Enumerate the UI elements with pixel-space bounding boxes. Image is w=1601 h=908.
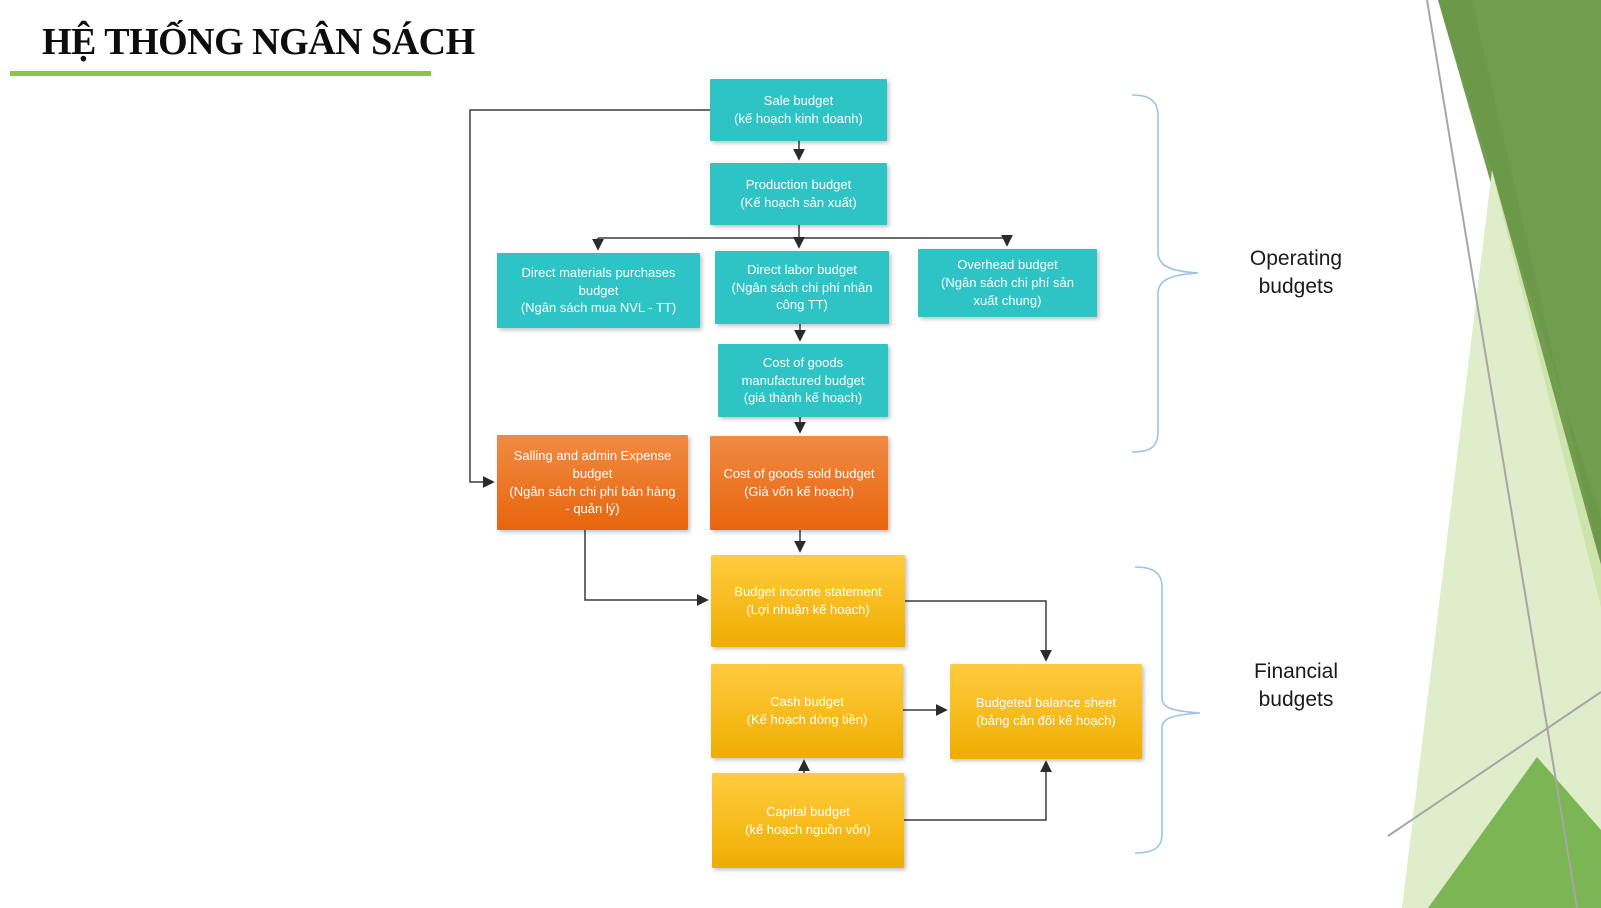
node-overhead-budget: Overhead budget (Ngân sách chi phí sản x…	[918, 249, 1097, 317]
label-financial-budgets: Financial budgets	[1253, 660, 1339, 711]
edge-production-split	[598, 225, 1007, 239]
operating-brace	[1131, 94, 1199, 453]
node-balance-sheet: Budgeted balance sheet (bảng cân đối kế …	[950, 664, 1142, 759]
label-operating-budgets: Operating budgets	[1249, 247, 1343, 298]
edge-selling-to-income	[584, 530, 709, 606]
financial-brace	[1134, 566, 1201, 854]
node-overhead-budget-vi: (Ngân sách chi phí sản xuất chung)	[941, 275, 1074, 308]
node-cogs-manufactured-vi: (giá thành kế hoạch)	[743, 390, 863, 406]
node-capital-budget-en: Capital budget	[766, 803, 850, 819]
title-underline	[10, 71, 431, 76]
node-cash-budget-en: Cash budget	[770, 694, 844, 710]
node-selling-admin-vi: (Ngân sách chi phí bán hàng - quản lý)	[509, 483, 676, 517]
node-sale-budget-en: Sale budget	[763, 93, 834, 109]
node-production-budget-en: Production budget	[745, 177, 852, 193]
node-cogs-manufactured-en: Cost of goods manufactured budget	[741, 354, 865, 388]
node-direct-materials-vi: (Ngân sách mua NVL - TT)	[520, 300, 677, 316]
node-income-statement-en: Budget income statement	[734, 584, 882, 600]
node-income-statement-vi: (Lợi nhuận kế hoạch)	[746, 602, 870, 617]
diagonal-line-2	[1387, 691, 1601, 837]
node-balance-sheet-en: Budgeted balance sheet	[975, 694, 1117, 710]
node-cogs-sold-en: Cost of goods sold budget	[723, 466, 875, 482]
node-cogs-sold-vi: (Giá vốn kế hoạch)	[744, 484, 854, 499]
facet-decoration	[1387, 0, 1601, 908]
node-production-budget: Production budget (Kế hoạch sản xuất)	[710, 163, 887, 225]
node-balance-sheet-vi: (bảng cân đối kế hoạch)	[976, 712, 1116, 728]
node-cogs-sold: Cost of goods sold budget (Giá vốn kế ho…	[710, 436, 888, 530]
node-production-budget-vi: (Kế hoạch sản xuất)	[740, 195, 857, 210]
node-capital-budget: Capital budget (kế hoạch nguồn vốn)	[712, 773, 904, 868]
node-income-statement: Budget income statement (Lợi nhuận kế ho…	[711, 555, 905, 647]
node-sale-budget: Sale budget (kế hoạch kinh doanh)	[710, 79, 887, 141]
node-overhead-budget-en: Overhead budget	[957, 257, 1058, 273]
node-direct-materials: Direct materials purchases budget (Ngân …	[497, 253, 700, 328]
edge-income-to-balance	[905, 600, 1052, 662]
node-cogs-manufactured: Cost of goods manufactured budget (giá t…	[718, 344, 888, 417]
node-direct-labor: Direct labor budget (Ngân sách chi phí n…	[715, 251, 889, 324]
edge-capital-to-balance	[904, 760, 1052, 821]
node-direct-labor-en: Direct labor budget	[747, 261, 857, 277]
node-direct-materials-en: Direct materials purchases budget	[521, 264, 676, 298]
node-sale-budget-vi: (kế hoạch kinh doanh)	[734, 111, 863, 126]
node-capital-budget-vi: (kế hoạch nguồn vốn)	[745, 821, 871, 837]
slide-title: HỆ THỐNG NGÂN SÁCH	[42, 21, 475, 63]
node-cash-budget: Cash budget (Kế hoạch dòng tiền)	[711, 664, 903, 758]
node-cash-budget-vi: (Kế hoạch dòng tiền)	[746, 712, 868, 727]
diagonal-line-1	[1426, 0, 1578, 908]
group-braces	[1131, 94, 1201, 854]
node-direct-labor-vi: (Ngân sách chi phí nhân công TT)	[731, 279, 873, 313]
node-selling-admin: Salling and admin Expense budget (Ngân s…	[497, 435, 688, 530]
node-selling-admin-en: Salling and admin Expense budget	[513, 447, 672, 481]
